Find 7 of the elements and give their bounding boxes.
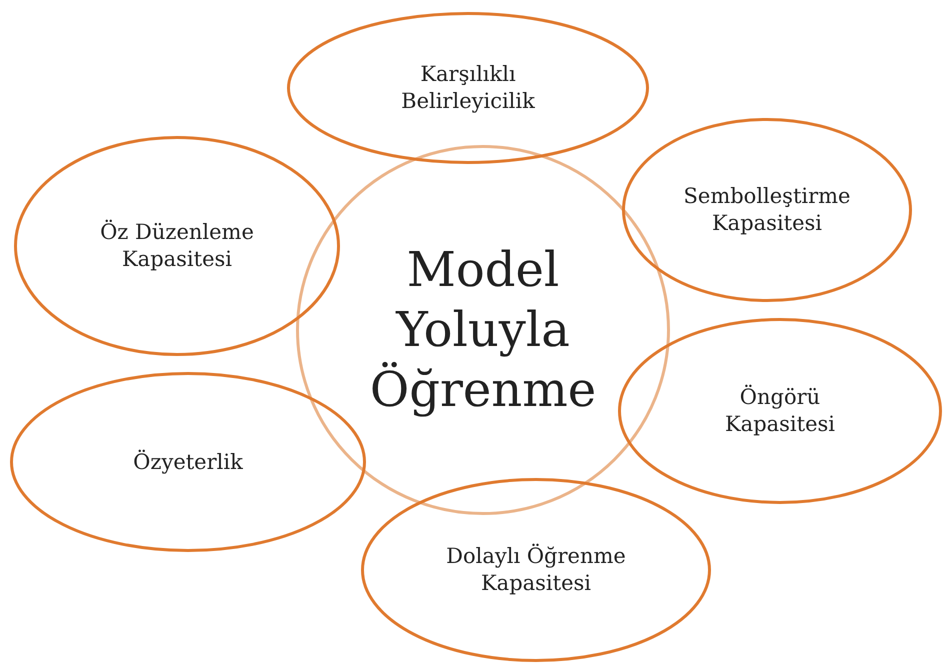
topic-label: Karşılıklı Belirleyicilik bbox=[400, 60, 536, 115]
topic-label: Öngörü Kapasitesi bbox=[724, 384, 836, 438]
topic-label: Öz Düzenleme Kapasitesi bbox=[99, 218, 255, 273]
topic-label: Dolaylı Öğrenme Kapasitesi bbox=[445, 542, 627, 597]
topic-label: Sembolleştirme Kapasitesi bbox=[682, 182, 852, 237]
central-title: Model Yoluyla Öğrenme bbox=[368, 241, 598, 420]
topic-label: Özyeterlik bbox=[132, 448, 244, 476]
